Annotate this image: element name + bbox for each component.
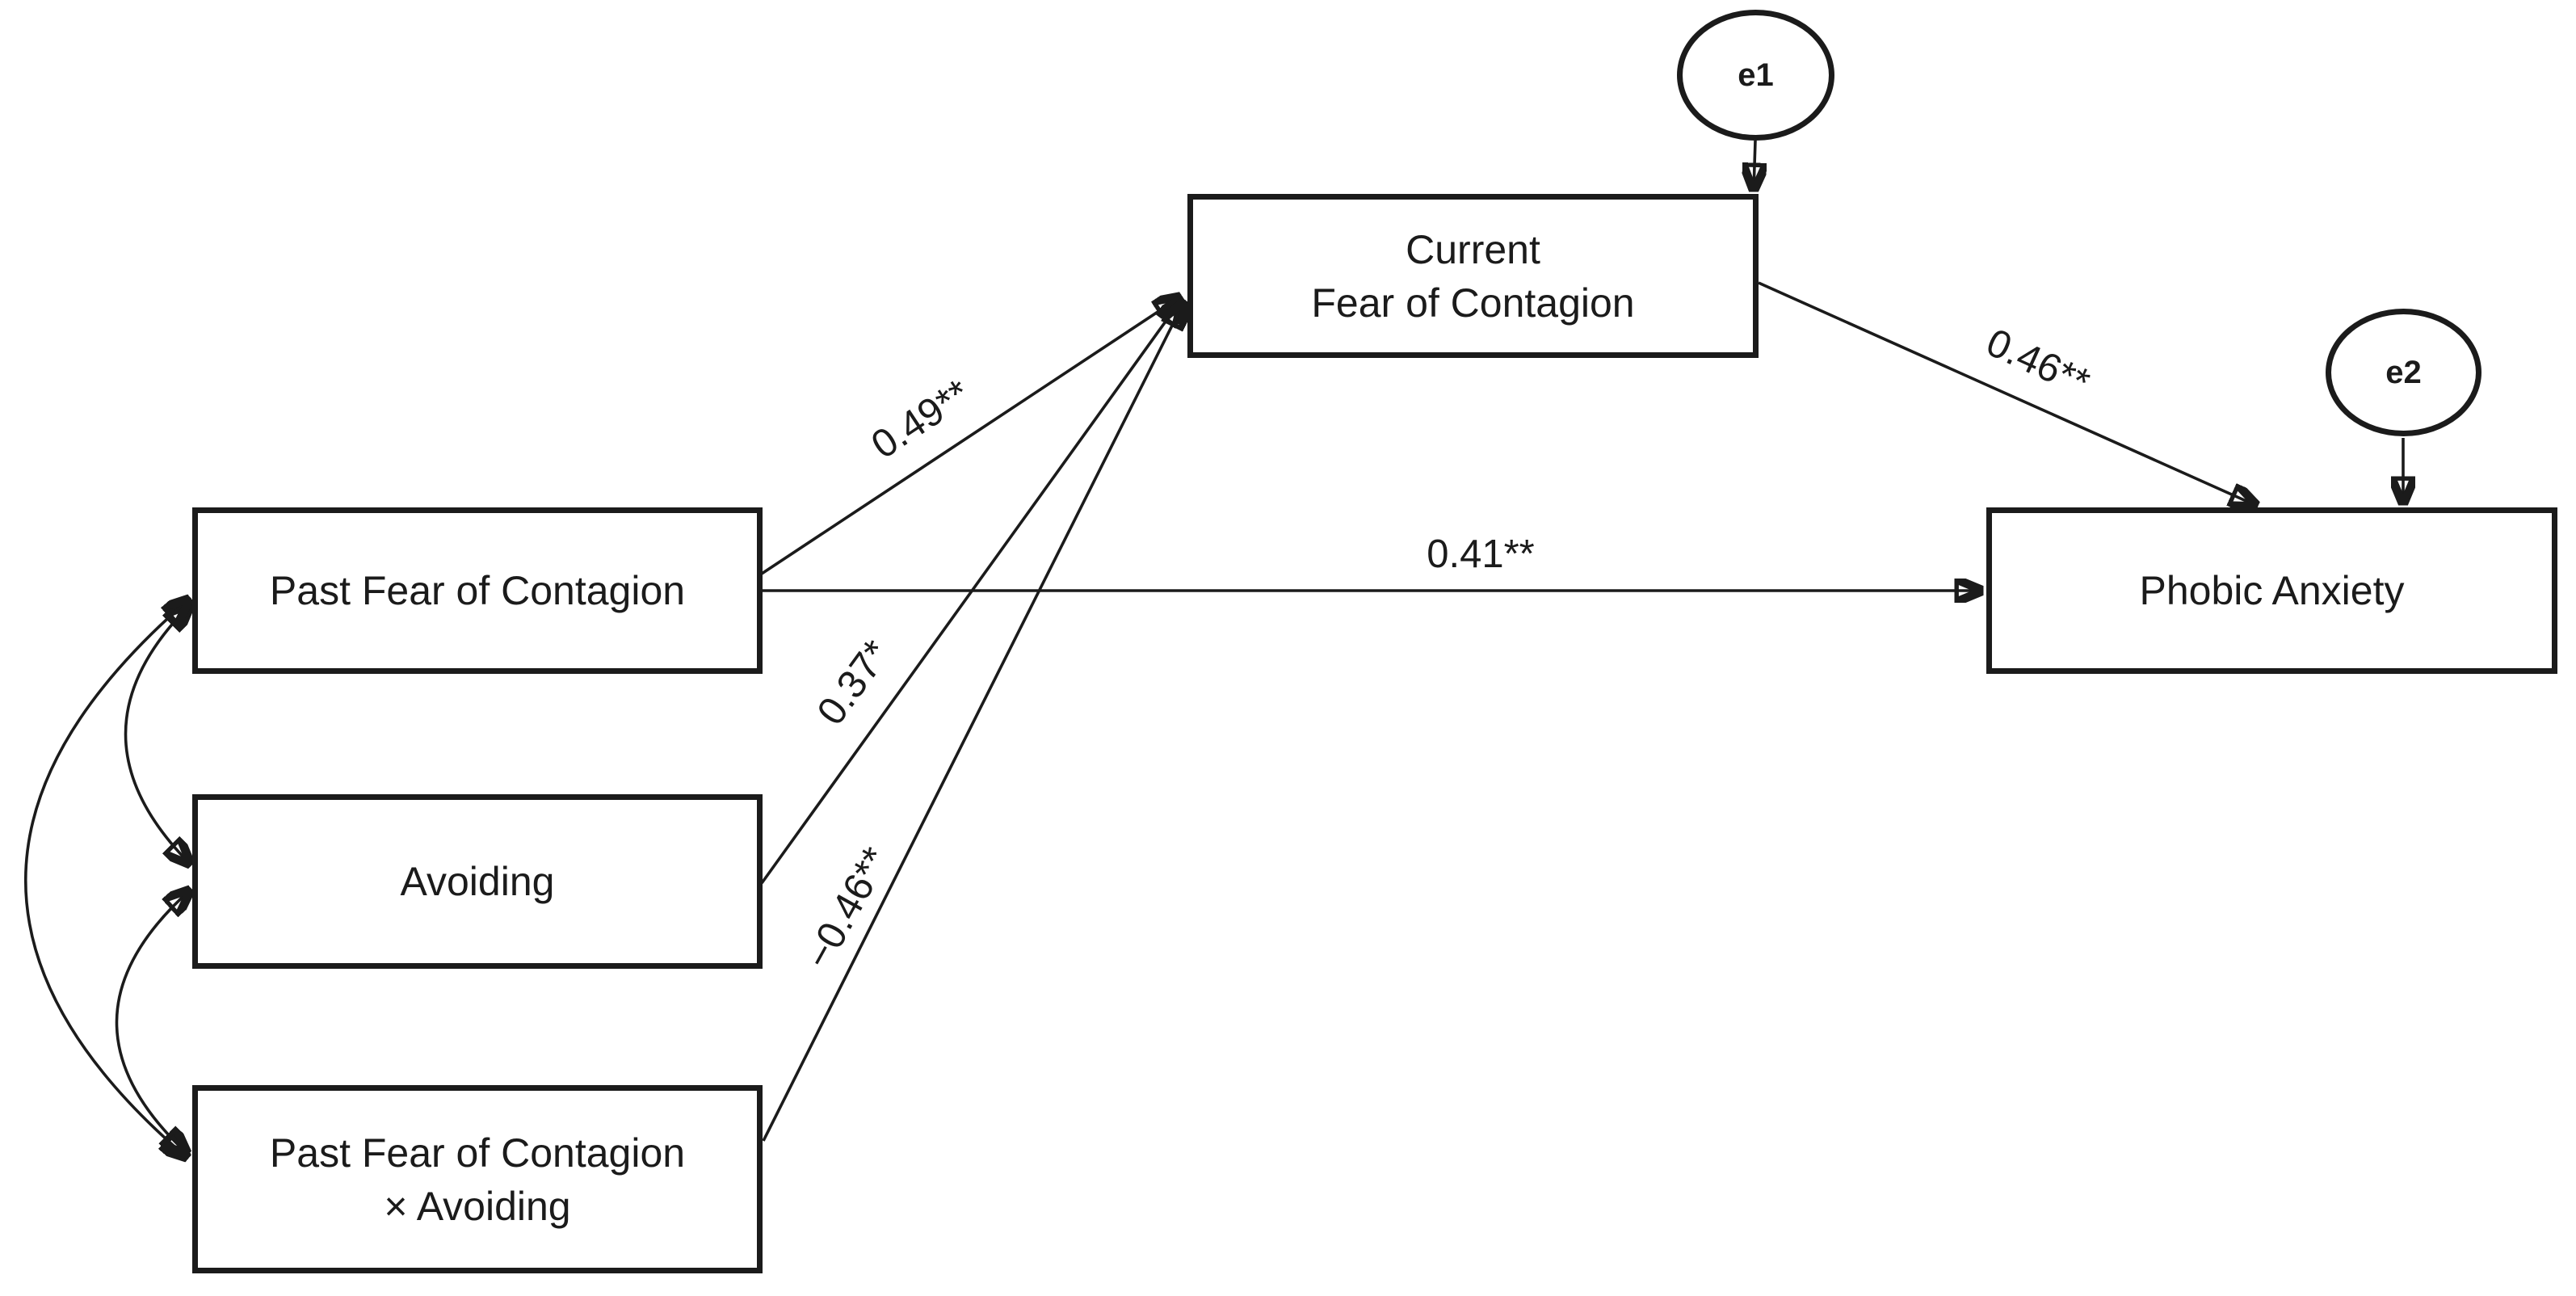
node-phobic-anxiety-label: Phobic Anxiety bbox=[2139, 568, 2405, 613]
error-term-e1: e1 bbox=[1677, 10, 1834, 141]
error-term-e2: e2 bbox=[2326, 309, 2481, 436]
node-past-fear-x-avoiding: Past Fear of Contagion × Avoiding bbox=[192, 1085, 763, 1273]
node-past-fear-label: Past Fear of Contagion bbox=[269, 568, 686, 613]
covariance-past-fear-interaction bbox=[24, 599, 190, 1158]
error-e1-label: e1 bbox=[1738, 57, 1774, 93]
node-current-fear-of-contagion: Current Fear of Contagion bbox=[1187, 194, 1759, 358]
coefficient-past-to-phobic: 0.41** bbox=[1427, 532, 1535, 576]
node-avoiding: Avoiding bbox=[192, 794, 763, 969]
node-avoiding-label: Avoiding bbox=[400, 859, 555, 904]
path-e1-to-current-fear bbox=[1754, 140, 1755, 191]
covariance-past-fear-avoiding bbox=[124, 604, 191, 865]
node-past-fear-of-contagion: Past Fear of Contagion bbox=[192, 507, 763, 674]
path-interaction-to-current-fear bbox=[762, 301, 1184, 1142]
node-interaction-label-line1: Past Fear of Contagion bbox=[269, 1130, 686, 1176]
path-current-fear-to-phobic-anxiety bbox=[1758, 281, 2257, 506]
error-e2-label: e2 bbox=[2385, 354, 2422, 390]
node-phobic-anxiety: Phobic Anxiety bbox=[1986, 507, 2557, 674]
node-current-fear-label-line1: Current bbox=[1406, 226, 1540, 272]
node-interaction-label-line2: × Avoiding bbox=[384, 1183, 571, 1229]
path-past-fear-to-current-fear bbox=[761, 297, 1181, 575]
node-current-fear-label-line2: Fear of Contagion bbox=[1311, 280, 1635, 326]
covariance-avoiding-interaction bbox=[115, 890, 191, 1154]
